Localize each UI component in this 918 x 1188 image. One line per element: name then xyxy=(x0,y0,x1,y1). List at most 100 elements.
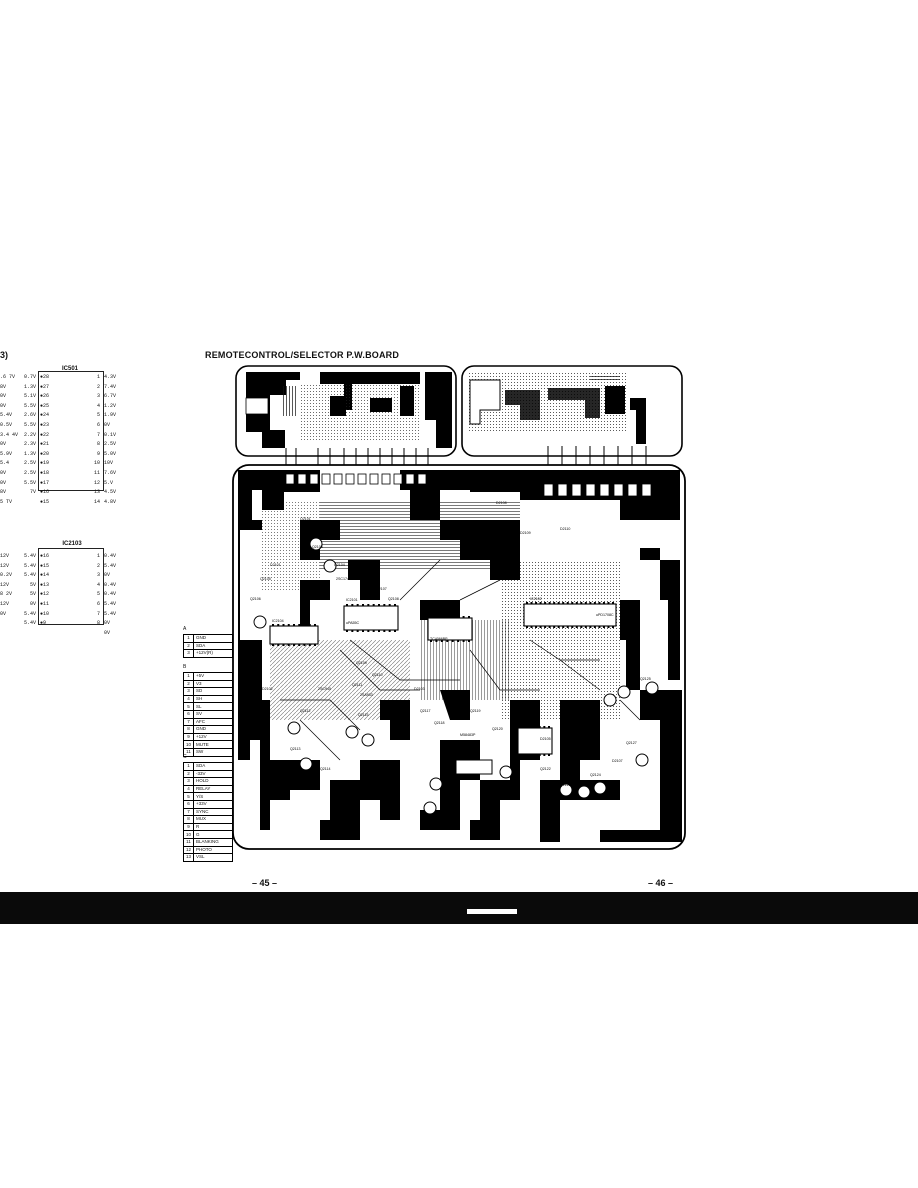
ic501-left-pin: ●21 xyxy=(40,441,50,448)
connector-pad xyxy=(585,483,596,497)
ic501-right-pin: 3 xyxy=(96,393,100,400)
ic501-right-pin: 12 xyxy=(93,479,100,486)
ic-pin xyxy=(530,626,533,628)
connector-pad xyxy=(393,473,403,485)
connector-pad xyxy=(285,473,295,485)
ic501-right-voltage: 2.5V xyxy=(104,441,117,448)
connector-pad xyxy=(613,483,624,497)
ic501-pinout-box xyxy=(38,371,104,491)
ic-pin xyxy=(529,754,532,756)
connector-pad xyxy=(417,473,427,485)
ic-pin xyxy=(383,630,386,632)
ic-pin xyxy=(612,626,614,628)
transistor-label: Q2109 xyxy=(356,661,367,665)
ic-pin xyxy=(430,640,432,642)
connector-pad xyxy=(405,473,415,485)
ic2103-right-voltage: 0V xyxy=(104,620,111,627)
ic2104-outline xyxy=(269,625,319,645)
ic-pin xyxy=(538,754,541,756)
ic-pin xyxy=(580,602,583,604)
ic501-left-voltage: 5.5V xyxy=(23,479,36,486)
ic501-left-voltage: 1.3V xyxy=(23,383,36,390)
ic2103-outline xyxy=(427,617,473,641)
ic-pin xyxy=(367,630,370,632)
ic2103-left-pin: ●13 xyxy=(40,581,50,588)
part-code-label: 2SA933 xyxy=(360,693,373,697)
ic2103-left-voltage: 5.4V xyxy=(23,610,36,617)
transistor-label: Q2107 xyxy=(376,587,387,591)
ic501-left-voltage: 1.3V xyxy=(23,450,36,457)
transistor-label: Q2106 xyxy=(250,597,261,601)
connector-pad xyxy=(345,473,355,485)
transistor-label: Q2126 xyxy=(660,697,671,701)
transistor-label: Q2108 xyxy=(388,597,399,601)
ic2103-left-voltage: 5V xyxy=(29,581,36,588)
ic-pin xyxy=(378,604,380,606)
ic-pin xyxy=(566,626,569,628)
left-edge-fragment: 3) xyxy=(0,350,9,360)
ic-pin xyxy=(446,616,449,618)
ic-pin xyxy=(571,602,574,604)
connector-pad xyxy=(627,483,638,497)
ic-pin xyxy=(557,626,560,628)
ic-pin xyxy=(362,630,364,632)
ic-pin xyxy=(308,624,311,626)
part-code-label: uPA55C xyxy=(346,621,360,625)
transistor-outline xyxy=(499,765,513,779)
ic2103-right-pin: 4 xyxy=(96,581,100,588)
transistor-label: Q2117 xyxy=(420,709,431,713)
transistor-outline xyxy=(287,721,301,735)
ic-pin xyxy=(430,616,432,618)
transistor-outline xyxy=(361,733,375,747)
ic-pin xyxy=(535,626,538,628)
ic-pin xyxy=(440,640,443,642)
ic501-left-pin: ●23 xyxy=(40,421,50,428)
ic2103-right-voltage: 5.4V xyxy=(104,610,117,617)
ic501-right-voltage: 1.9V xyxy=(104,412,117,419)
diode-label: D2102 xyxy=(262,687,273,691)
ic2103-right-pin: 8 xyxy=(96,620,100,627)
connector-pad xyxy=(321,473,331,485)
ic-pin xyxy=(593,626,596,628)
ic501-label: IC501 xyxy=(61,366,78,372)
connector-b-signal: SW xyxy=(193,747,234,757)
ic501-left-pin: ●24 xyxy=(40,412,50,419)
ic-pin xyxy=(557,602,560,604)
edge-voltage-value: 8V xyxy=(0,383,7,390)
ic-pin xyxy=(539,602,542,604)
ic501-right-voltage: 5.V xyxy=(104,479,114,486)
edge-voltage-value: 3.4 4V xyxy=(0,431,19,438)
ic501-right-pin: 10 xyxy=(93,460,100,467)
ic-pin xyxy=(534,726,536,728)
ic501-left-pin: ●26 xyxy=(40,393,50,400)
ic-pin xyxy=(293,644,295,646)
ic-pin xyxy=(308,644,311,646)
ic501-right-pin: 14 xyxy=(93,498,100,505)
transistor-label: Q2118 xyxy=(434,721,445,725)
ic501-left-voltage: 5.1V xyxy=(23,393,36,400)
edge-voltage-value: 0V xyxy=(0,393,7,400)
transistor-label: Q2103 xyxy=(312,545,323,549)
connector-pad xyxy=(543,483,554,497)
part-code-label: M58483P xyxy=(460,733,476,737)
ic-pin xyxy=(526,626,528,628)
edge-voltage-value: 5.4V xyxy=(0,412,13,419)
connector-pad xyxy=(297,473,307,485)
connector-b-pin: 11 xyxy=(182,747,195,757)
ic-pin xyxy=(378,630,380,632)
ic-pin xyxy=(580,626,583,628)
transistor-outline xyxy=(253,615,267,629)
ic2103-left-voltage: 5V xyxy=(29,591,36,598)
ic2103-left-pin: ●9 xyxy=(40,620,47,627)
edge-voltage-value: .6 7V xyxy=(0,374,16,380)
ic-pin xyxy=(298,644,301,646)
connector-a-row: 3+12V(R) xyxy=(183,649,233,658)
transistor-label: Q2119 xyxy=(470,709,481,713)
edge-voltage-value: 0V xyxy=(0,610,7,617)
ic-pin xyxy=(543,754,546,756)
ic-pin xyxy=(553,626,556,628)
edge-voltage-value: 12V xyxy=(0,600,10,607)
ic2103-right-voltage: 0.4V xyxy=(104,591,117,598)
ic501-right-pin: 2 xyxy=(96,383,100,390)
